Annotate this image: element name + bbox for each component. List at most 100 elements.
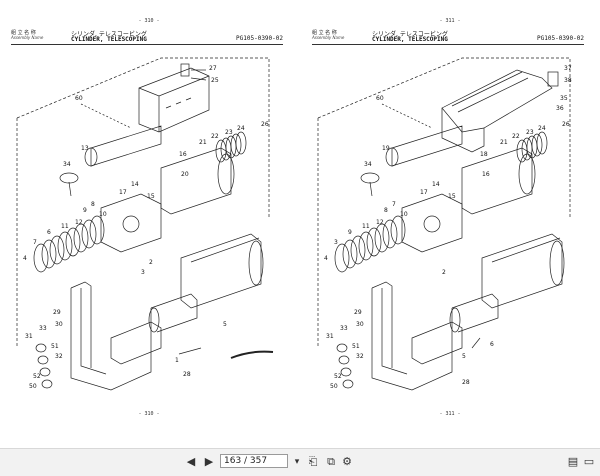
diagram-svg: 60 27 25 26 24 23 22 21 34 13 16 20 17 1… <box>16 57 274 391</box>
callout: 8 <box>384 207 388 214</box>
callout: 6 <box>490 341 494 348</box>
callout: 34 <box>63 161 71 168</box>
page-310: - 310 - 組 立 名 称 Assembly Name シリンダ, テレスコ… <box>1 2 297 444</box>
callout: 21 <box>500 139 508 146</box>
callout: 7 <box>33 239 37 246</box>
callout: 24 <box>237 125 245 132</box>
callout: 27 <box>209 65 217 72</box>
callout: 1 <box>175 357 179 364</box>
page-header: 組 立 名 称 Assembly Name シリンダ, テレスコービング CYL… <box>11 29 283 49</box>
first-page-icon[interactable]: ⎗ <box>308 455 318 468</box>
document-viewer: - 310 - 組 立 名 称 Assembly Name シリンダ, テレスコ… <box>1 2 598 444</box>
callout-labels: 60 37 38 35 36 26 24 23 22 21 34 19 18 1… <box>324 65 572 390</box>
page-number-bottom: - 310 - <box>138 411 160 417</box>
callout: 26 <box>562 121 570 128</box>
page-number-top: - 310 - <box>138 18 160 24</box>
assembly-title-jp: シリンダ, テレスコービング <box>372 31 448 38</box>
two-page-view-icon[interactable]: ▤ <box>567 455 579 468</box>
callout: 50 <box>330 383 338 390</box>
callout: 18 <box>480 151 488 158</box>
exploded-parts-diagram: 60 27 25 26 24 23 22 21 34 13 16 20 17 1… <box>11 48 283 398</box>
callout: 51 <box>352 343 360 350</box>
callout: 32 <box>356 353 364 360</box>
callout: 8 <box>91 201 95 208</box>
callout: 28 <box>462 379 470 386</box>
callout: 21 <box>199 139 207 146</box>
page-number-input[interactable]: 163 / 357 <box>220 454 288 468</box>
callout: 7 <box>392 201 396 208</box>
callout: 19 <box>382 145 390 152</box>
callout: 6 <box>47 229 51 236</box>
page-number-top: - 311 - <box>439 18 461 24</box>
callout: 36 <box>556 105 564 112</box>
callout: 10 <box>99 211 107 218</box>
callout: 34 <box>364 161 372 168</box>
page-311: - 311 - 組 立 名 称 Assembly Name シリンダ, テレスコ… <box>302 2 598 444</box>
callout: 11 <box>61 223 69 230</box>
callout: 28 <box>183 371 191 378</box>
callout: 52 <box>33 373 41 380</box>
viewer-toolbar: ◀ ▶ 163 / 357 ▾ ⎗ ⧉ ⚙ ▤ ▭ <box>0 448 600 476</box>
exploded-parts-diagram: 60 37 38 35 36 26 24 23 22 21 34 19 18 1… <box>312 48 584 398</box>
callout: 26 <box>261 121 269 128</box>
chevron-down-icon[interactable]: ▾ <box>294 457 300 467</box>
header-rule <box>11 44 283 45</box>
callout: 13 <box>81 145 89 152</box>
assembly-title-jp: シリンダ, テレスコービング <box>71 31 147 38</box>
callout: 4 <box>324 255 328 262</box>
diagram-svg: 60 37 38 35 36 26 24 23 22 21 34 19 18 1… <box>317 57 572 391</box>
callout: 10 <box>400 211 408 218</box>
previous-page-icon[interactable]: ◀ <box>186 455 196 468</box>
copy-icon[interactable]: ⧉ <box>327 455 335 468</box>
callout: 31 <box>25 333 33 340</box>
callout: 31 <box>326 333 334 340</box>
assembly-label-en: Assembly Name <box>11 35 44 40</box>
callout-labels: 60 27 25 26 24 23 22 21 34 13 16 20 17 1… <box>23 65 269 390</box>
callout: 22 <box>512 133 520 140</box>
callout: 50 <box>29 383 37 390</box>
callout: 25 <box>211 77 219 84</box>
callout: 14 <box>131 181 139 188</box>
callout: 32 <box>55 353 63 360</box>
callout: 38 <box>564 77 572 84</box>
callout: 24 <box>538 125 546 132</box>
callout: 16 <box>482 171 490 178</box>
callout: 2 <box>442 269 446 276</box>
callout: 60 <box>75 95 83 102</box>
callout: 33 <box>39 325 47 332</box>
callout: 29 <box>53 309 61 316</box>
callout: 30 <box>55 321 63 328</box>
callout: 35 <box>560 95 568 102</box>
callout: 23 <box>225 129 233 136</box>
single-page-view-icon[interactable]: ▭ <box>583 455 595 468</box>
callout: 12 <box>75 219 83 226</box>
callout: 12 <box>376 219 384 226</box>
callout: 33 <box>340 325 348 332</box>
callout: 30 <box>356 321 364 328</box>
callout: 3 <box>334 239 338 246</box>
callout: 52 <box>334 373 342 380</box>
callout: 5 <box>223 321 227 328</box>
next-page-icon[interactable]: ▶ <box>204 455 214 468</box>
callout: 20 <box>181 171 189 178</box>
callout: 60 <box>376 95 384 102</box>
page-number-bottom: - 311 - <box>439 411 461 417</box>
settings-icon[interactable]: ⚙ <box>342 455 352 468</box>
callout: 3 <box>141 269 145 276</box>
callout: 9 <box>348 229 352 236</box>
callout: 22 <box>211 133 219 140</box>
callout: 51 <box>51 343 59 350</box>
page-indicator: 163 / 357 <box>224 456 268 466</box>
callout: 29 <box>354 309 362 316</box>
header-rule <box>312 44 584 45</box>
callout: 4 <box>23 255 27 262</box>
callout: 9 <box>83 207 87 214</box>
assembly-label-en: Assembly Name <box>312 35 345 40</box>
callout: 17 <box>119 189 127 196</box>
callout: 37 <box>564 65 572 72</box>
callout: 23 <box>526 129 534 136</box>
assembly-label-jp: 組 立 名 称 <box>11 30 36 36</box>
callout: 5 <box>462 353 466 360</box>
drawing-code: PG105-0390-02 <box>537 35 584 42</box>
callout: 17 <box>420 189 428 196</box>
